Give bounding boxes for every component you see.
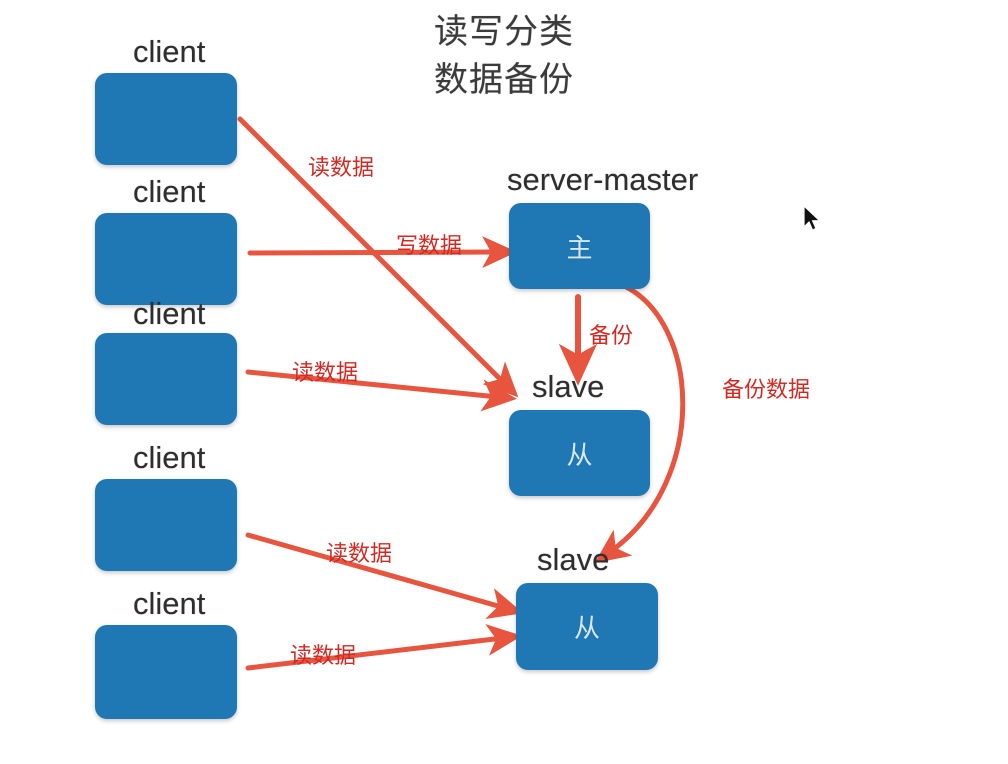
- slave-box-text-1: 从: [566, 440, 593, 471]
- arrow-read-4: [245, 623, 522, 671]
- arrow-read-2: [245, 369, 517, 412]
- client-label-4: client: [133, 440, 206, 475]
- slave-box-text-2: 从: [573, 614, 600, 644]
- client-box-1[interactable]: [95, 73, 237, 165]
- client-label-2: client: [133, 174, 206, 209]
- edge-label-read-4: 读数据: [290, 644, 357, 669]
- slave-label-1: slave: [532, 369, 605, 404]
- edge-label-read-1: 读数据: [308, 156, 375, 181]
- edge-label-read-2: 读数据: [292, 361, 359, 386]
- edge-label-backup-1: 备份: [589, 324, 634, 349]
- mouse-pointer-icon: [803, 204, 825, 235]
- client-box-5[interactable]: [95, 625, 237, 719]
- edge-label-write-1: 写数据: [396, 234, 463, 259]
- server-master-box-text: 主: [566, 233, 593, 264]
- client-label-5: client: [133, 586, 206, 621]
- client-label-1: client: [133, 34, 206, 69]
- client-box-3[interactable]: [95, 333, 237, 425]
- server-master-box[interactable]: 主: [509, 203, 650, 289]
- edge-label-read-3: 读数据: [326, 542, 393, 567]
- edge-label-backup-2: 备份数据: [722, 378, 811, 403]
- slave-box-1[interactable]: 从: [509, 410, 650, 496]
- client-box-4[interactable]: [95, 479, 237, 571]
- server-master-label: server-master: [507, 162, 699, 197]
- client-box-2[interactable]: [95, 213, 237, 305]
- slave-box-2[interactable]: 从: [516, 583, 658, 670]
- slave-label-2: slave: [537, 542, 610, 577]
- client-label-3: client: [133, 296, 206, 331]
